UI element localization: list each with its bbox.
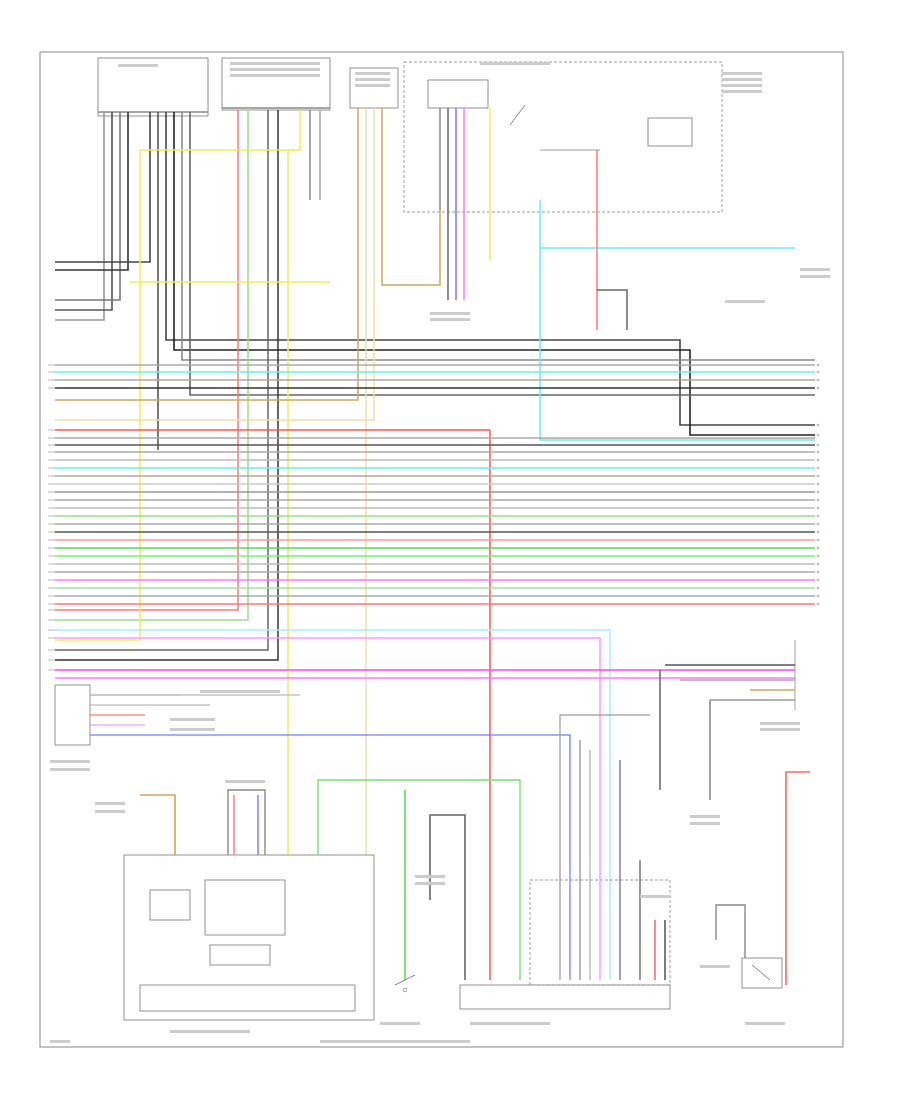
- gauge-control-module: [123, 779, 521, 1021]
- unit-switch-assembly: [403, 61, 723, 213]
- right-connector-pins: [816, 363, 820, 606]
- parking-brake-switch: [394, 790, 466, 993]
- diagram-border: [39, 51, 844, 1048]
- navigation-unit: [459, 714, 671, 1010]
- unit-switch-wires: [439, 108, 815, 441]
- left-connector-ticks: [48, 364, 55, 671]
- tiny-label-marks: [50, 62, 830, 1043]
- light-switch-wires: [55, 108, 441, 855]
- combination-light-switch: [715, 771, 810, 989]
- under-dash-fuse-box: [221, 57, 331, 111]
- audio-unit: [665, 640, 796, 800]
- top-wire-bundle: [55, 112, 815, 450]
- under-dash-relay-connector: [54, 684, 571, 980]
- main-harness-lines: [55, 364, 815, 980]
- under-dash-wires: [55, 110, 330, 855]
